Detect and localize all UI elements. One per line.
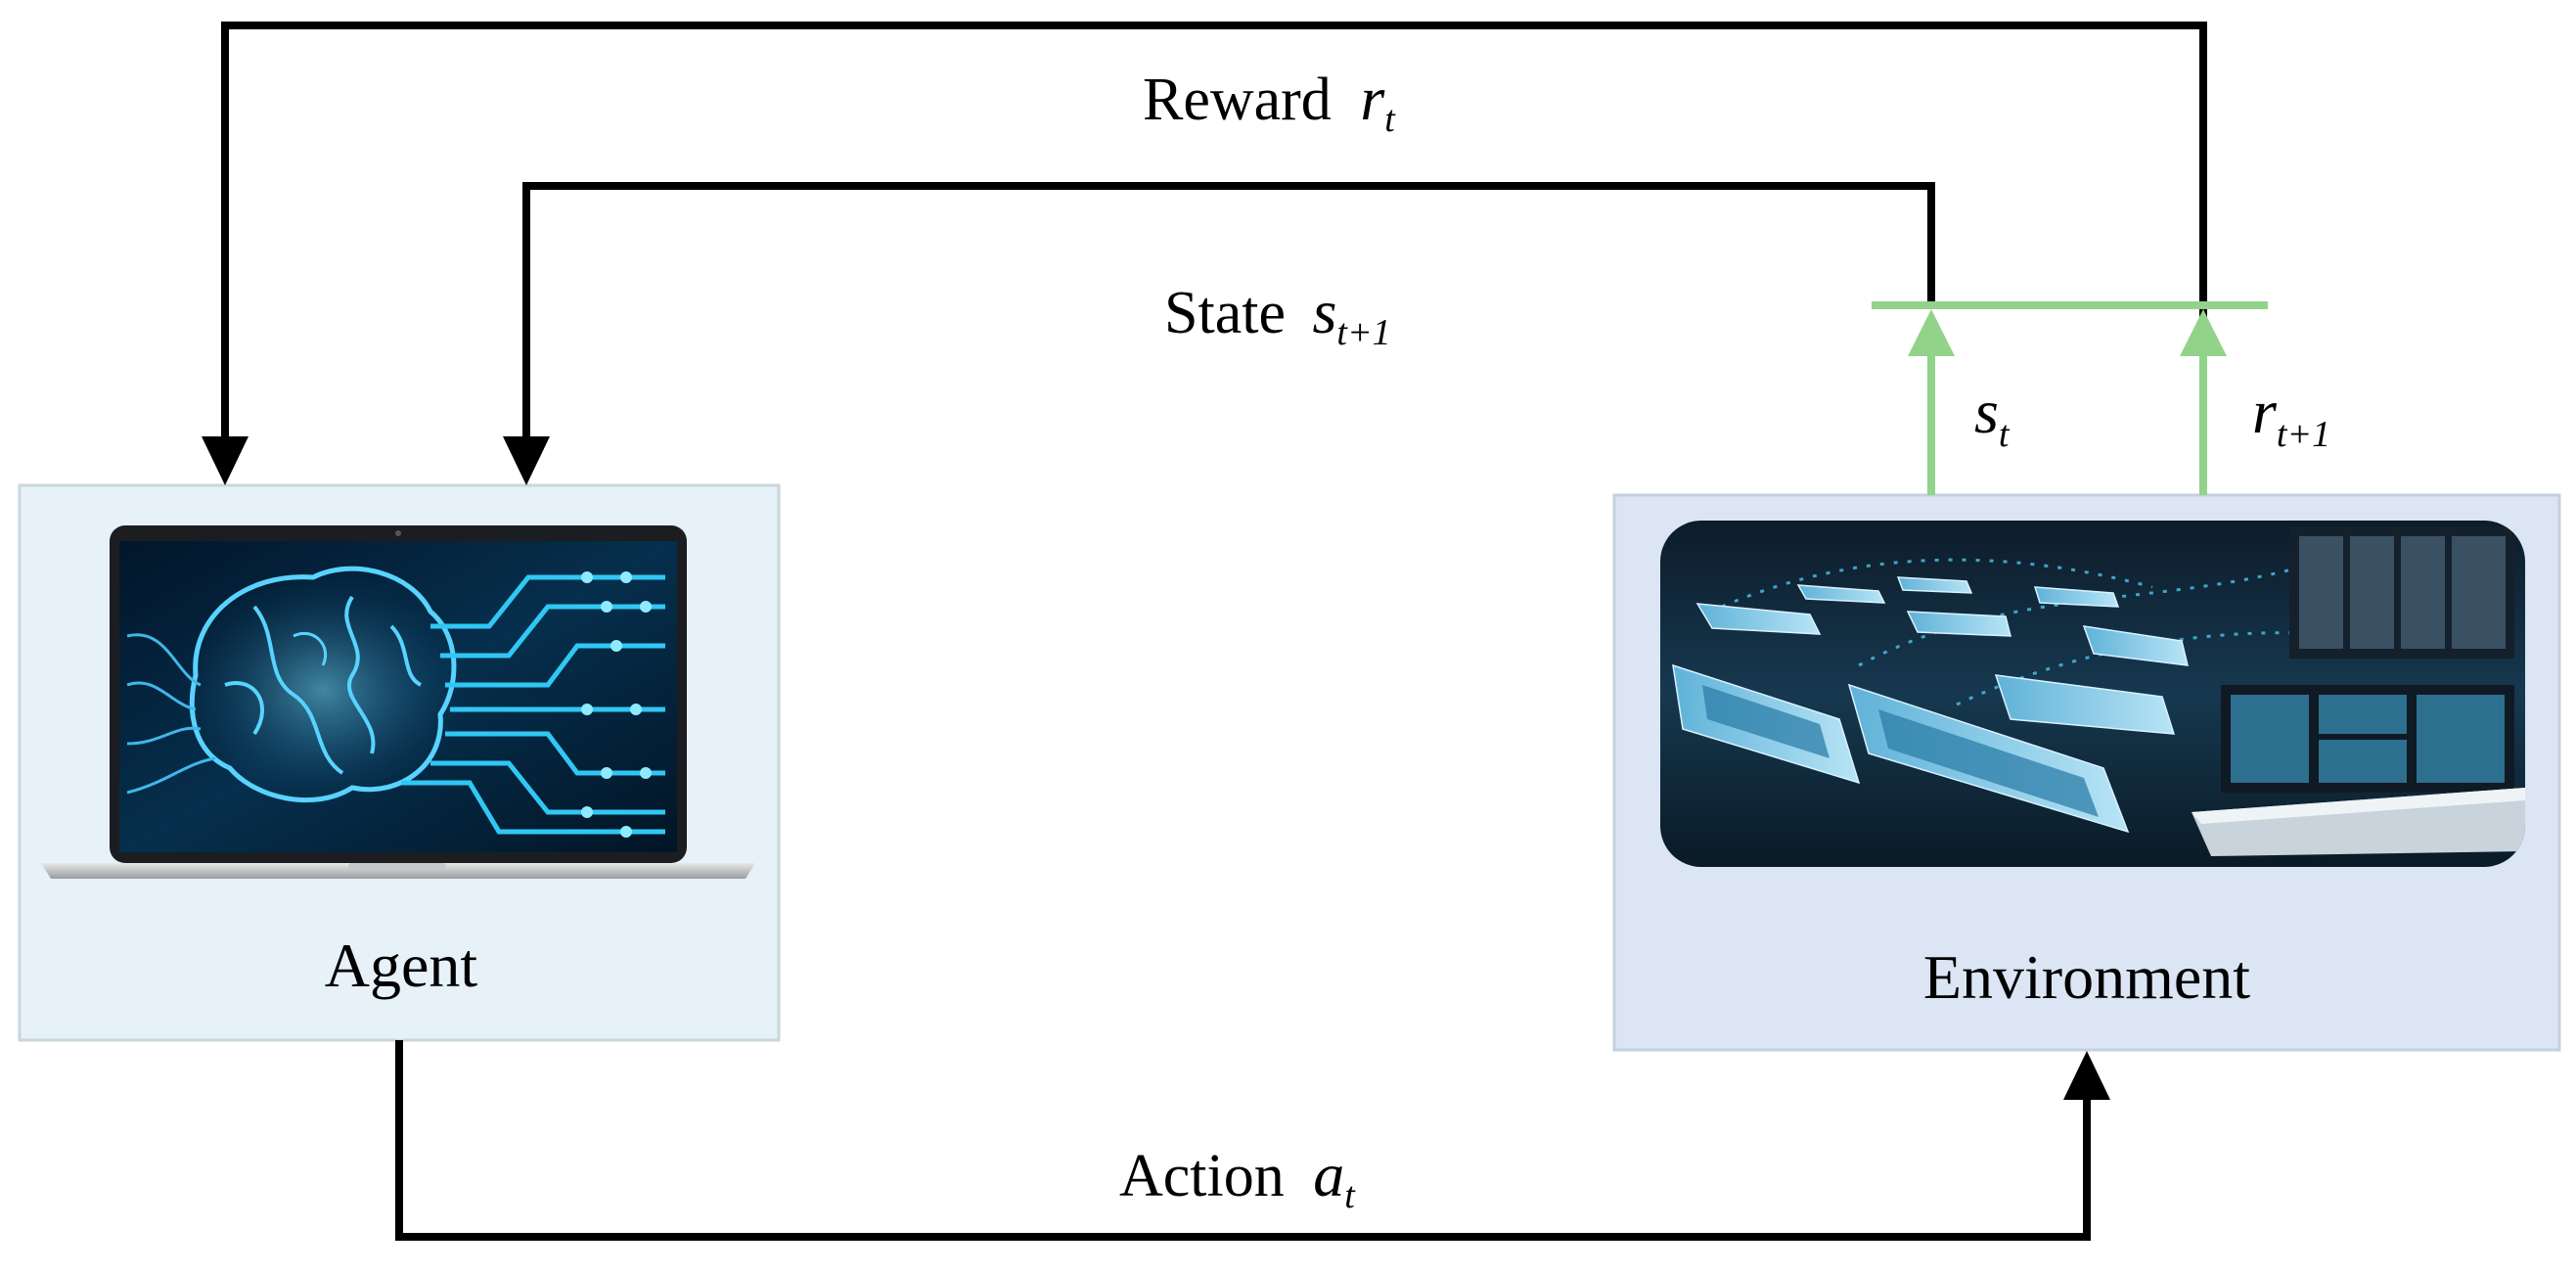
reward-arrow: [221, 22, 2207, 495]
action-arrow: [395, 1040, 2091, 1241]
maritime-fleet-image: [1660, 521, 2525, 867]
laptop-brain-image: [41, 525, 755, 879]
action-label: Action at: [1119, 1140, 1356, 1216]
state-arrow: [522, 182, 1935, 438]
action-arrowhead: [2063, 1051, 2110, 1100]
state-arrowhead: [503, 436, 550, 485]
state-label: State st+1: [1164, 277, 1391, 353]
agent-label: Agent: [325, 931, 478, 1000]
rt1-arrowhead: [2180, 309, 2227, 356]
reward-label: Reward rt: [1143, 64, 1396, 140]
st-label: st: [1974, 377, 2011, 455]
st-arrowhead: [1908, 309, 1955, 356]
reward-arrowhead: [202, 436, 249, 485]
rt1-label: rt+1: [2252, 377, 2330, 455]
environment-label: Environment: [1923, 942, 2250, 1012]
